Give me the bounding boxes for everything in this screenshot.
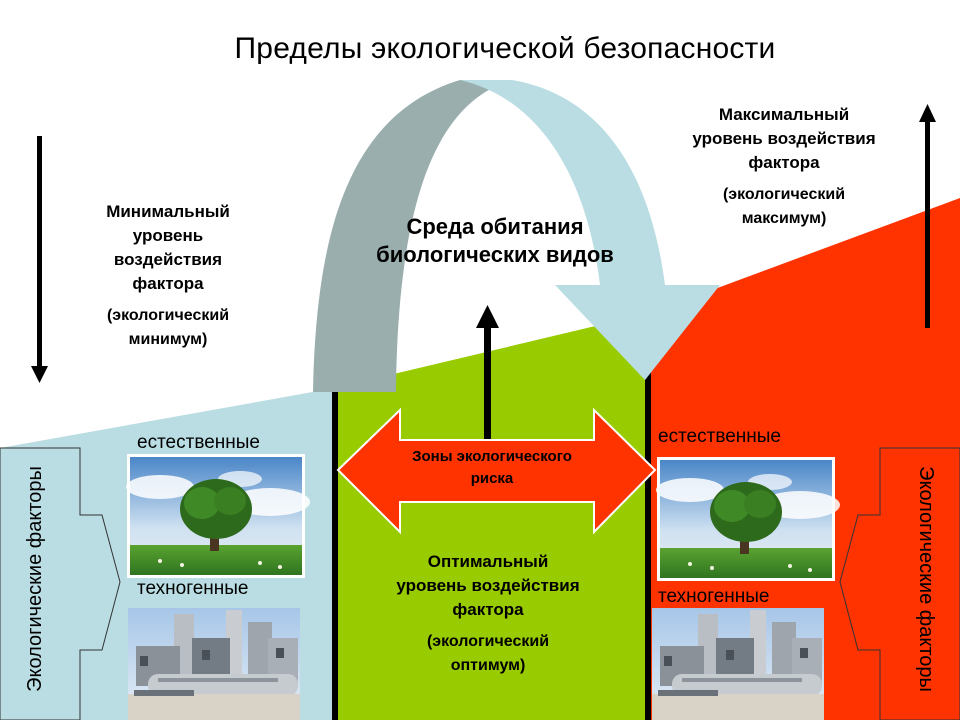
habitat-label: Среда обитания биологических видов <box>376 214 614 267</box>
habitat-arc-left <box>313 80 512 392</box>
minimum-boundary-line <box>332 390 338 720</box>
maximum-boundary-line <box>645 303 651 720</box>
arrow-down-icon <box>31 136 48 383</box>
tree-photo-right <box>656 457 840 581</box>
tree-photo-left <box>126 454 310 578</box>
page-title: Пределы экологической безопасности <box>234 32 776 65</box>
optimum-block: Оптимальный уровень воздействия фактора … <box>396 550 580 678</box>
optimum-note: (экологический оптимум) <box>426 633 550 674</box>
arrow-up-icon <box>919 104 936 328</box>
factory-photo-left <box>128 608 300 720</box>
factory-photo-right <box>652 608 824 720</box>
right-factors-arrow <box>839 447 960 720</box>
habitat-arc-right <box>460 80 720 380</box>
minimum-note: (экологический минимум) <box>106 307 230 348</box>
maximum-heading: Максимальный уровень воздействия фактора <box>692 105 876 172</box>
technogenic-label-left: техногенные <box>137 578 249 599</box>
natural-label-right: естественные <box>658 426 781 447</box>
factors-label-right: Экологические факторы <box>915 466 937 692</box>
optimum-zone <box>335 313 650 720</box>
left-factors-arrow <box>0 447 121 720</box>
technogenic-label-right: техногенные <box>658 586 770 607</box>
maximum-note: (экологический максимум) <box>722 186 846 227</box>
optimum-heading: Оптимальный уровень воздействия фактора <box>396 552 580 619</box>
factors-label-left: Экологические факторы <box>24 466 46 692</box>
risk-zone-arrow <box>336 407 657 535</box>
natural-label-left: естественные <box>137 432 260 453</box>
minimum-heading: Минимальный уровень воздействия фактора <box>106 202 230 293</box>
minimum-block: Минимальный уровень воздействия фактора … <box>78 200 258 352</box>
optimum-up-arrow-icon <box>476 305 499 440</box>
risk-zone-label: Зоны экологического риска <box>412 448 572 487</box>
maximum-block: Максимальный уровень воздействия фактора… <box>692 103 876 231</box>
